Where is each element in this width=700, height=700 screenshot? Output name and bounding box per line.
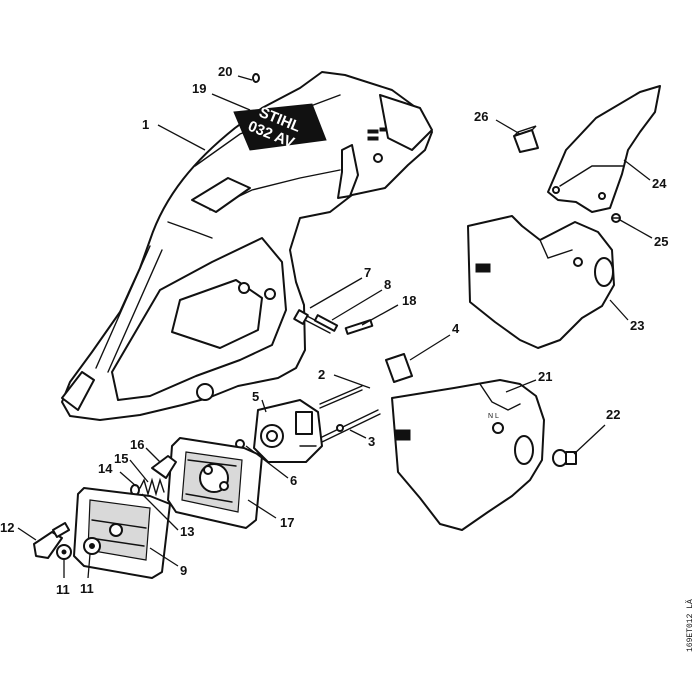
part-9-air-filter bbox=[73, 487, 171, 579]
callout-3: 3 bbox=[368, 434, 375, 449]
callout-24: 24 bbox=[652, 176, 667, 191]
callout-11b: 11 bbox=[80, 581, 94, 596]
callout-15: 15 bbox=[114, 451, 128, 466]
part-21-carburetor-cover: N L bbox=[391, 379, 545, 531]
callout-1: 1 bbox=[142, 117, 149, 132]
callout-18: 18 bbox=[402, 293, 416, 308]
callout-22: 22 bbox=[606, 407, 620, 422]
part-12-knob bbox=[33, 522, 71, 559]
callout-4: 4 bbox=[452, 321, 460, 336]
callout-13: 13 bbox=[180, 524, 194, 539]
part-16-lever bbox=[151, 455, 177, 479]
part-8-sleeve bbox=[313, 314, 339, 332]
cover-marks: N L bbox=[488, 413, 499, 420]
callout-labels: 1 2 3 4 5 6 7 8 9 11 11 12 13 14 15 16 1… bbox=[0, 64, 668, 597]
part-17-filter-base bbox=[167, 437, 263, 529]
part-3-rod bbox=[319, 409, 381, 443]
part-4-gasket bbox=[385, 353, 413, 383]
callout-20: 20 bbox=[218, 64, 232, 79]
part-1-handle-housing bbox=[61, 71, 433, 421]
callout-17: 17 bbox=[280, 515, 294, 530]
callout-5: 5 bbox=[252, 389, 259, 404]
callout-9: 9 bbox=[180, 563, 187, 578]
callout-14: 14 bbox=[98, 461, 113, 476]
leader-lines bbox=[17, 75, 653, 579]
callout-12: 12 bbox=[0, 520, 14, 535]
callout-7: 7 bbox=[364, 265, 371, 280]
part-23-shroud-cover bbox=[467, 215, 615, 349]
part-2-rod bbox=[319, 385, 363, 409]
part-20-small-screw bbox=[252, 73, 260, 83]
callout-8: 8 bbox=[384, 277, 391, 292]
callout-23: 23 bbox=[630, 318, 644, 333]
part-5-carburetor bbox=[253, 399, 323, 463]
callout-19: 19 bbox=[192, 81, 206, 96]
part-19-model-decal: STIHL 032 AV bbox=[233, 103, 327, 152]
part-24-hand-guard bbox=[547, 85, 661, 213]
drawing-reference: 169ET012 LÄ bbox=[686, 599, 695, 652]
part-11-nut-right bbox=[83, 537, 101, 555]
callout-25: 25 bbox=[654, 234, 668, 249]
callout-11a: 11 bbox=[56, 582, 70, 597]
part-26-guard-cap bbox=[513, 125, 539, 153]
part-25-screw bbox=[611, 213, 621, 223]
part-11-nut-left bbox=[56, 544, 72, 560]
part-15-spring bbox=[139, 477, 165, 497]
callout-16: 16 bbox=[130, 437, 144, 452]
callout-6: 6 bbox=[290, 473, 297, 488]
part-22-knob bbox=[552, 449, 577, 467]
callout-21: 21 bbox=[538, 369, 552, 384]
callout-26: 26 bbox=[474, 109, 488, 124]
callout-2: 2 bbox=[318, 367, 325, 382]
